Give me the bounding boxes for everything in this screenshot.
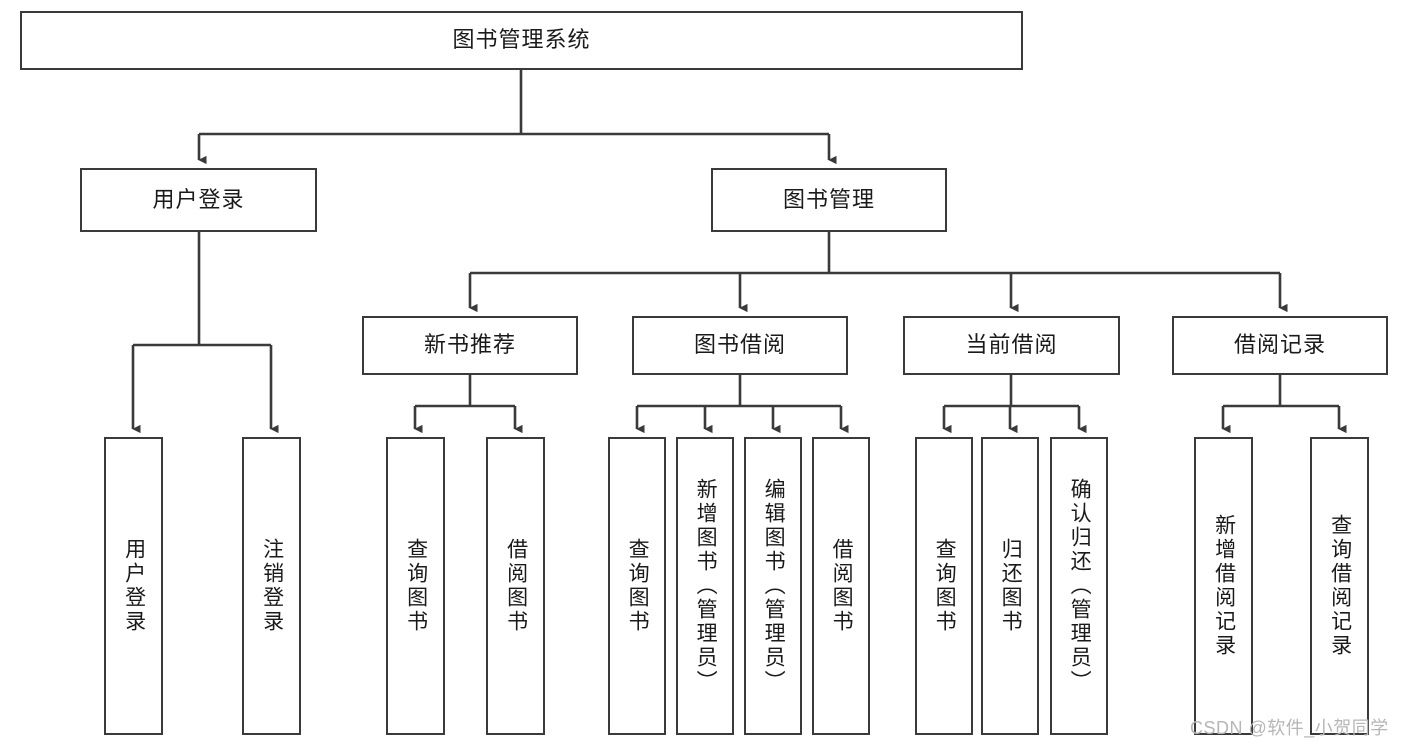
node-new-book-recommend-label: 新书推荐 (423, 332, 516, 358)
node-leaf-query-book-recommend-label: 查询图书 (404, 538, 428, 634)
node-leaf-add-borrow-record-label: 新增借阅记录 (1212, 514, 1236, 658)
node-leaf-edit-book-admin-label: 编辑图书（管理员） (762, 478, 786, 694)
node-leaf-query-book-current[interactable]: 查询图书 (915, 437, 973, 735)
node-leaf-edit-book-admin[interactable]: 编辑图书（管理员） (744, 437, 802, 735)
node-leaf-add-book-admin[interactable]: 新增图书（管理员） (676, 437, 734, 735)
node-leaf-query-book-recommend[interactable]: 查询图书 (386, 437, 445, 735)
node-leaf-return-book-label: 归还图书 (999, 538, 1023, 634)
watermark: CSDN @软件_小贺同学 (1190, 718, 1389, 738)
node-current-borrow[interactable]: 当前借阅 (903, 316, 1120, 375)
node-user-login[interactable]: 用户登录 (80, 168, 317, 232)
node-leaf-query-book-borrow-label: 查询图书 (626, 538, 650, 634)
node-leaf-logout-login[interactable]: 注销登录 (242, 437, 301, 735)
node-book-management[interactable]: 图书管理 (711, 168, 947, 232)
node-leaf-query-book-borrow[interactable]: 查询图书 (608, 437, 666, 735)
node-leaf-borrow-book-label: 借阅图书 (830, 538, 854, 634)
node-borrow-record[interactable]: 借阅记录 (1172, 316, 1388, 375)
node-user-login-label: 用户登录 (152, 186, 245, 212)
node-leaf-query-book-current-label: 查询图书 (933, 538, 957, 634)
node-leaf-borrow-book-recommend-label: 借阅图书 (504, 538, 528, 634)
node-leaf-add-borrow-record[interactable]: 新增借阅记录 (1194, 437, 1253, 735)
node-root-label: 图书管理系统 (452, 27, 591, 53)
node-book-borrow[interactable]: 图书借阅 (632, 316, 848, 375)
node-new-book-recommend[interactable]: 新书推荐 (362, 316, 578, 375)
node-leaf-add-book-admin-label: 新增图书（管理员） (694, 478, 718, 694)
node-leaf-borrow-book-recommend[interactable]: 借阅图书 (486, 437, 545, 735)
node-root[interactable]: 图书管理系统 (20, 11, 1023, 70)
node-leaf-user-login-label: 用户登录 (122, 538, 146, 634)
node-leaf-return-book[interactable]: 归还图书 (981, 437, 1039, 735)
node-borrow-record-label: 借阅记录 (1233, 332, 1326, 358)
node-leaf-user-login[interactable]: 用户登录 (104, 437, 163, 735)
node-current-borrow-label: 当前借阅 (965, 332, 1058, 358)
node-leaf-query-borrow-record[interactable]: 查询借阅记录 (1310, 437, 1369, 735)
node-leaf-logout-login-label: 注销登录 (260, 538, 284, 634)
node-book-borrow-label: 图书借阅 (693, 332, 786, 358)
node-leaf-confirm-return-admin[interactable]: 确认归还（管理员） (1050, 437, 1108, 735)
node-leaf-confirm-return-admin-label: 确认归还（管理员） (1068, 478, 1092, 694)
node-book-management-label: 图书管理 (782, 186, 875, 212)
node-leaf-query-borrow-record-label: 查询借阅记录 (1328, 514, 1352, 658)
node-leaf-borrow-book[interactable]: 借阅图书 (812, 437, 870, 735)
